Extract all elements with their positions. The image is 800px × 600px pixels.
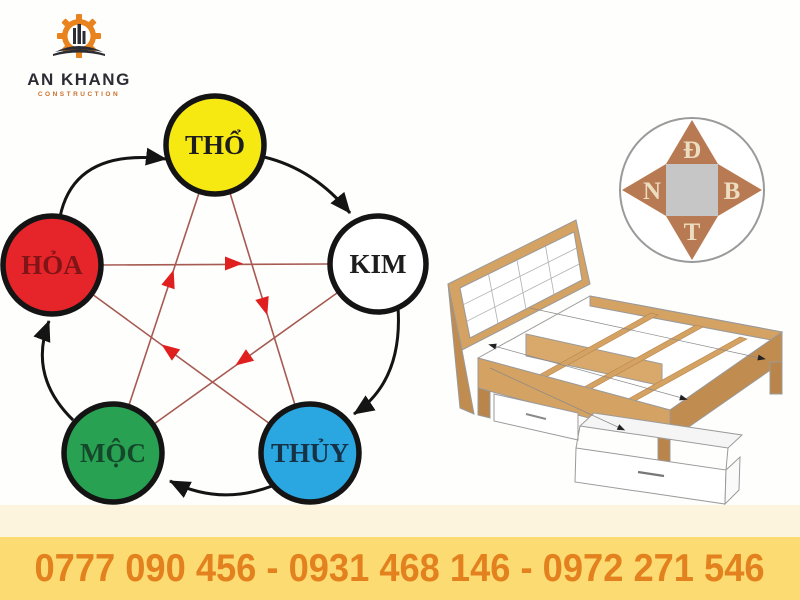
line-moc-to-tho — [128, 192, 200, 406]
cream-strip — [0, 505, 800, 537]
generating-cycle-arrows — [33, 147, 400, 498]
tho-circle — [163, 93, 267, 197]
line-thuy-to-hoa — [91, 293, 271, 425]
compass-triangle-north — [666, 120, 718, 164]
gear-icon — [53, 14, 105, 58]
five-elements-diagram: THỔ KIM THỦY MỘC HỎA — [0, 93, 429, 505]
direction-compass: Đ N B T — [619, 117, 765, 263]
compass-label-right: B — [724, 178, 741, 205]
moc-label: MỘC — [80, 438, 146, 468]
logo-title: AN KHANG — [27, 70, 131, 89]
bed-open-drawer — [574, 412, 744, 505]
buildings-icon — [73, 24, 86, 44]
compass-triangle-west — [622, 164, 666, 216]
dimension-lines — [489, 307, 761, 429]
company-logo: AN KHANG CONSTRUCTION — [14, 12, 144, 98]
overcoming-cycle-arrowheads — [161, 256, 269, 366]
compass-label-left: N — [643, 178, 661, 205]
footer-phone-bar: 0777 090 456 - 0931 468 146 - 0972 271 5… — [0, 537, 800, 600]
compass-triangle-east — [718, 164, 762, 216]
hoa-label: HỎA — [21, 250, 83, 280]
compass-triangles — [622, 120, 762, 260]
tho-label: THỔ — [185, 129, 245, 160]
kim-label: KIM — [350, 249, 407, 279]
thuy-label: THỦY — [271, 438, 349, 468]
bed-headboard — [447, 219, 591, 415]
line-hoa-to-kim — [101, 263, 329, 266]
storage-bed-illustration — [447, 219, 784, 505]
arrow-hoa-to-tho — [58, 147, 167, 218]
dimension-arrowheads — [488, 343, 766, 431]
arrow-moc-to-hoa — [33, 320, 75, 422]
bed-slats — [538, 312, 748, 402]
phone-numbers: 0777 090 456 - 0931 468 146 - 0972 271 5… — [34, 546, 766, 590]
moc-circle — [61, 401, 165, 505]
compass-center-square — [666, 164, 718, 216]
compass-label-top: Đ — [683, 137, 701, 164]
bed-closed-drawer — [493, 393, 579, 441]
compass-label-bottom: T — [684, 219, 701, 246]
overcoming-cycle-lines — [91, 192, 338, 425]
ground-swoosh — [55, 46, 103, 52]
arrow-kim-to-thuy — [353, 306, 400, 416]
arrow-tho-to-kim — [263, 155, 352, 214]
element-nodes — [0, 93, 429, 505]
gear-buildings-icon — [51, 12, 107, 68]
arrow-thuy-to-moc — [169, 479, 273, 498]
hoa-circle — [0, 213, 104, 317]
logo-subtitle: CONSTRUCTION — [37, 91, 121, 98]
kim-circle — [327, 213, 429, 315]
thuy-circle — [258, 401, 362, 505]
compass-triangle-south — [666, 216, 718, 260]
